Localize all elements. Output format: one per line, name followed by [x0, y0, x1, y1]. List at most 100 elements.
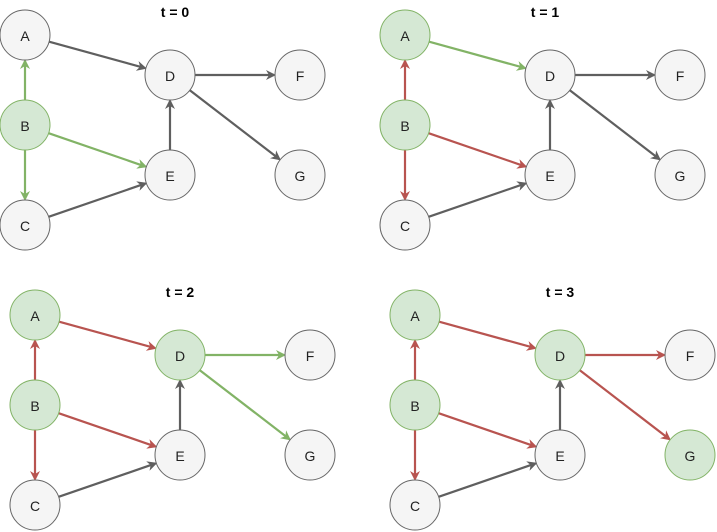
edge-a-to-d — [428, 40, 527, 71]
node-c: C — [9, 479, 61, 531]
node-circle — [389, 379, 441, 431]
node-f: F — [664, 329, 716, 381]
node-circle — [144, 149, 196, 201]
node-d: D — [154, 329, 206, 381]
node-b: B — [9, 379, 61, 431]
node-circle — [379, 199, 431, 251]
node-d: D — [534, 329, 586, 381]
panel-title: t = 1 — [531, 4, 560, 20]
node-circle — [524, 49, 576, 101]
panel-t3: t = 3 A B C D E F G — [389, 284, 716, 531]
edge-c-to-e — [438, 461, 538, 498]
node-label: F — [306, 348, 315, 364]
edge-d-to-g — [199, 369, 291, 441]
edge-c-to-e — [58, 461, 158, 498]
edge-a-to-d — [438, 320, 537, 351]
node-d: D — [144, 49, 196, 101]
node-circle — [0, 199, 51, 251]
node-e: E — [534, 429, 586, 481]
node-c: C — [0, 199, 51, 251]
node-e: E — [524, 149, 576, 201]
node-label: C — [20, 218, 30, 234]
node-label: D — [555, 348, 565, 364]
node-d: D — [524, 49, 576, 101]
node-label: B — [400, 118, 409, 134]
node-circle — [524, 149, 576, 201]
node-label: D — [175, 348, 185, 364]
panel-t0: t = 0 A B C D E F G — [0, 4, 326, 251]
node-circle — [664, 329, 716, 381]
node-g: G — [274, 149, 326, 201]
node-e: E — [144, 149, 196, 201]
node-c: C — [389, 479, 441, 531]
edge-d-to-g — [579, 369, 671, 441]
node-circle — [284, 329, 336, 381]
node-circle — [9, 379, 61, 431]
node-label: B — [20, 118, 29, 134]
node-b: B — [0, 99, 51, 151]
node-label: G — [675, 168, 686, 184]
edge-b-to-e — [428, 132, 528, 169]
node-c: C — [379, 199, 431, 251]
panel-title: t = 2 — [166, 284, 195, 300]
node-circle — [144, 49, 196, 101]
node-circle — [274, 149, 326, 201]
node-a: A — [9, 289, 61, 341]
panel-title: t = 0 — [161, 4, 190, 20]
node-label: E — [555, 448, 564, 464]
node-a: A — [389, 289, 441, 341]
node-circle — [9, 289, 61, 341]
node-f: F — [654, 49, 706, 101]
edge-b-to-e — [48, 132, 148, 169]
node-a: A — [379, 9, 431, 61]
node-circle — [534, 429, 586, 481]
panel-t2: t = 2 A B C D E F G — [9, 284, 336, 531]
node-g: G — [664, 429, 716, 481]
edge-d-to-g — [189, 89, 281, 161]
node-label: C — [410, 498, 420, 514]
node-label: F — [296, 68, 305, 84]
node-circle — [379, 99, 431, 151]
node-label: A — [30, 308, 40, 324]
node-label: E — [545, 168, 554, 184]
edge-d-to-g — [569, 89, 661, 161]
node-circle — [9, 479, 61, 531]
node-circle — [274, 49, 326, 101]
node-label: C — [400, 218, 410, 234]
node-label: D — [165, 68, 175, 84]
node-g: G — [284, 429, 336, 481]
node-f: F — [284, 329, 336, 381]
node-label: D — [545, 68, 555, 84]
node-circle — [654, 49, 706, 101]
edge-a-to-d — [58, 320, 157, 351]
node-label: G — [305, 448, 316, 464]
node-circle — [0, 9, 51, 61]
node-label: G — [295, 168, 306, 184]
node-label: B — [410, 398, 419, 414]
panel-t1: t = 1 A B C D E F G — [379, 4, 706, 251]
node-label: A — [20, 28, 30, 44]
node-label: A — [400, 28, 410, 44]
node-label: A — [410, 308, 420, 324]
node-circle — [154, 429, 206, 481]
edge-c-to-e — [48, 181, 148, 218]
node-circle — [534, 329, 586, 381]
panel-title: t = 3 — [546, 284, 575, 300]
edge-c-to-e — [428, 181, 528, 218]
node-label: F — [686, 348, 695, 364]
node-label: C — [30, 498, 40, 514]
node-e: E — [154, 429, 206, 481]
node-circle — [154, 329, 206, 381]
edge-b-to-e — [58, 412, 158, 449]
node-label: E — [165, 168, 174, 184]
node-a: A — [0, 9, 51, 61]
node-circle — [0, 99, 51, 151]
node-circle — [389, 479, 441, 531]
node-circle — [284, 429, 336, 481]
node-label: E — [175, 448, 184, 464]
node-b: B — [389, 379, 441, 431]
node-label: F — [676, 68, 685, 84]
node-f: F — [274, 49, 326, 101]
node-circle — [664, 429, 716, 481]
